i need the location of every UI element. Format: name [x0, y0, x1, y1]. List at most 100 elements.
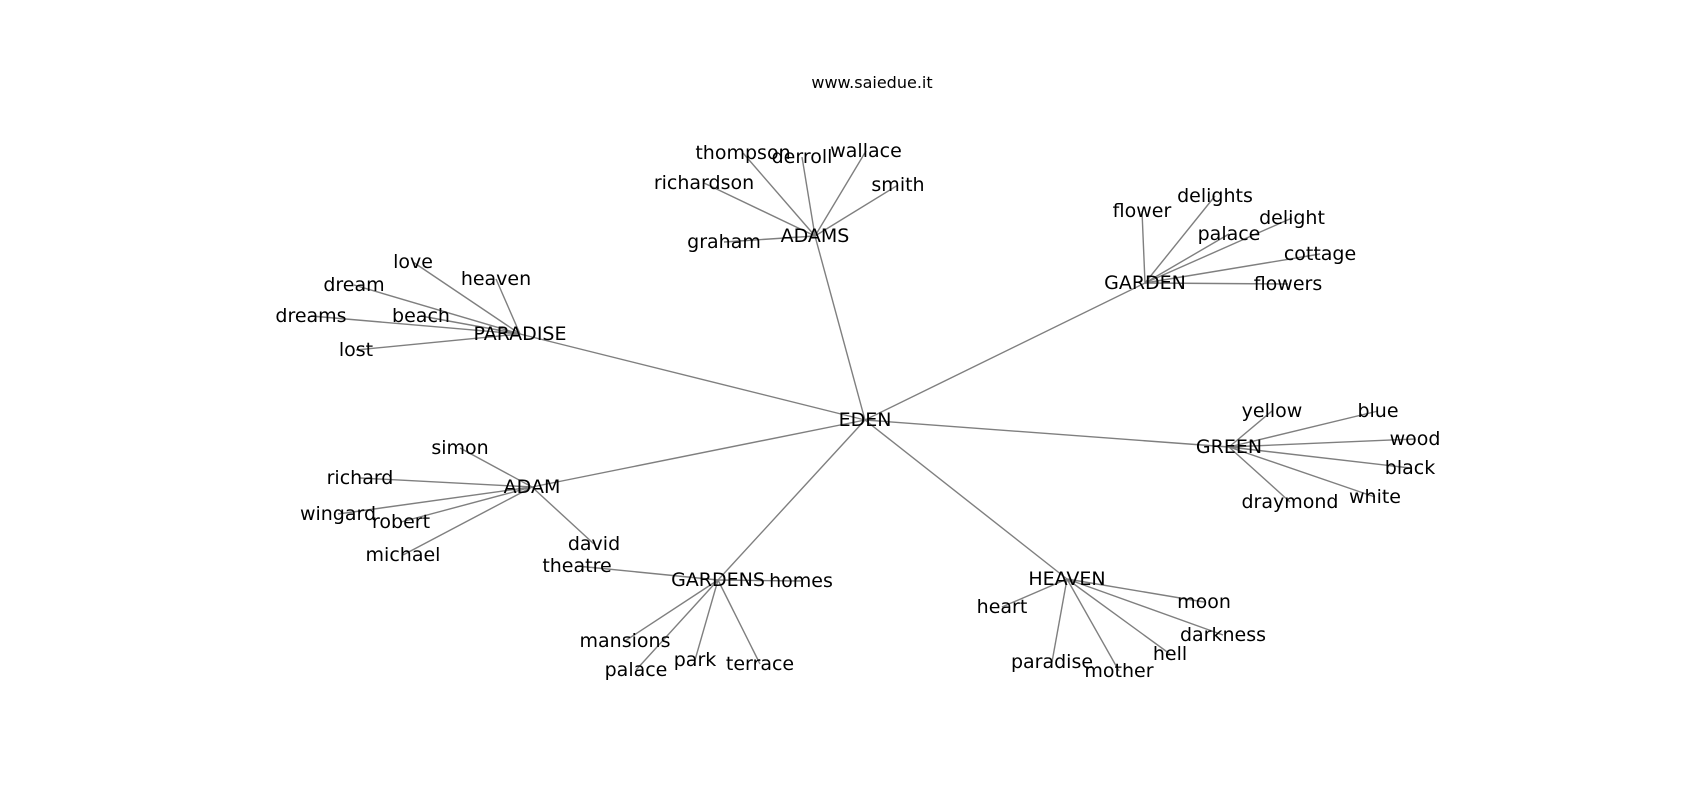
edge-adams-graham — [723, 235, 816, 243]
edge-adams-thompson — [742, 152, 816, 237]
leaf-node-label-garden-delight: delight — [1259, 207, 1325, 229]
edge-adam-simon — [459, 447, 533, 488]
edge-heaven-heart — [1001, 578, 1068, 608]
leaf-node-label-green-wood: wood — [1390, 428, 1441, 450]
leaf-node-label-garden-delights: delights — [1177, 185, 1253, 207]
hub-node-label-adams: ADAMS — [781, 225, 850, 247]
leaf-node-label-adams-thompson: thompson — [695, 142, 790, 164]
leaf-node-label-green-yellow: yellow — [1242, 400, 1303, 422]
leaf-node-label-gardens-palace: palace — [605, 659, 668, 681]
edge-center-heaven — [864, 419, 1068, 580]
edge-adams-wallace — [814, 150, 867, 237]
leaf-node-label-garden-flower: flower — [1113, 200, 1172, 222]
edge-heaven-moon — [1066, 578, 1205, 603]
edge-green-blue — [1228, 410, 1379, 448]
edge-adam-michael — [402, 486, 533, 556]
leaf-node-label-heaven-mother: mother — [1084, 660, 1153, 682]
edge-heaven-paradise — [1051, 578, 1068, 663]
leaf-node-label-adam-wingard: wingard — [300, 503, 376, 525]
center-node-label: EDEN — [839, 409, 892, 431]
leaf-node-label-heaven-heart: heart — [977, 596, 1028, 618]
edge-green-yellow — [1228, 410, 1273, 448]
edge-heaven-mother — [1066, 578, 1120, 672]
leaf-node-label-adam-david: david — [568, 533, 620, 555]
hub-node-label-green: GREEN — [1196, 436, 1262, 458]
edge-green-black — [1228, 446, 1411, 469]
edge-center-adams — [814, 235, 866, 421]
leaf-node-label-adams-graham: graham — [687, 231, 761, 253]
edge-paradise-lost — [355, 333, 521, 351]
leaf-node-label-gardens-terrace: terrace — [726, 653, 794, 675]
edge-gardens-mansions — [624, 579, 719, 642]
leaf-node-label-gardens-mansions: mansions — [580, 630, 671, 652]
leaf-node-label-paradise-lost: lost — [339, 339, 373, 361]
edge-green-wood — [1228, 438, 1416, 448]
leaf-node-label-adams-derroll: derroll — [772, 146, 833, 168]
leaf-node-label-gardens-homes: homes — [769, 570, 833, 592]
leaf-node-label-paradise-love: love — [393, 251, 433, 273]
edge-center-paradise — [519, 333, 866, 421]
leaf-node-label-adams-richardson: richardson — [654, 172, 754, 194]
edge-adams-derroll — [801, 156, 816, 237]
leaf-node-label-paradise-beach: beach — [392, 305, 450, 327]
edge-paradise-love — [412, 261, 521, 335]
edge-adam-richard — [359, 477, 533, 488]
leaf-node-label-paradise-heaven: heaven — [461, 268, 531, 290]
edge-paradise-beach — [420, 315, 521, 335]
edge-layer — [310, 150, 1416, 672]
leaf-node-label-heaven-hell: hell — [1153, 643, 1187, 665]
leaf-node-label-green-white: white — [1349, 486, 1401, 508]
edge-adam-david — [531, 486, 595, 545]
leaf-node-label-heaven-paradise: paradise — [1011, 651, 1093, 673]
edge-garden-palace — [1144, 233, 1230, 284]
leaf-node-label-adam-robert: robert — [372, 511, 430, 533]
edge-garden-flowers — [1144, 282, 1289, 285]
hub-node-label-paradise: PARADISE — [474, 323, 567, 345]
leaf-node-label-heaven-darkness: darkness — [1180, 624, 1266, 646]
edge-garden-cottage — [1144, 253, 1321, 284]
leaf-node-label-paradise-dreams: dreams — [275, 305, 346, 327]
edge-gardens-park — [694, 579, 719, 661]
leaf-node-label-heaven-moon: moon — [1177, 591, 1231, 613]
leaf-node-label-gardens-theatre: theatre — [542, 555, 611, 577]
edge-gardens-theatre — [576, 565, 719, 581]
edge-paradise-heaven — [495, 278, 521, 335]
leaf-node-label-green-blue: blue — [1357, 400, 1398, 422]
edge-center-green — [864, 419, 1230, 448]
leaf-node-label-garden-cottage: cottage — [1284, 243, 1356, 265]
edge-center-gardens — [717, 419, 866, 581]
leaf-node-label-garden-palace: palace — [1198, 223, 1261, 245]
leaf-node-label-adams-smith: smith — [871, 174, 924, 196]
edge-adam-robert — [400, 486, 533, 523]
leaf-node-label-adam-richard: richard — [327, 467, 394, 489]
leaf-node-label-adams-wallace: wallace — [830, 140, 902, 162]
edge-garden-delight — [1144, 217, 1293, 284]
hub-node-label-heaven: HEAVEN — [1028, 568, 1105, 590]
leaf-node-label-adam-simon: simon — [431, 437, 488, 459]
edge-green-draymond — [1228, 446, 1291, 503]
hub-node-label-adam: ADAM — [504, 476, 561, 498]
edge-heaven-darkness — [1066, 578, 1224, 636]
edge-heaven-hell — [1066, 578, 1171, 655]
edge-garden-delights — [1144, 195, 1216, 284]
graph-title: www.saiedue.it — [811, 73, 932, 92]
edge-adams-smith — [814, 184, 899, 237]
edge-gardens-terrace — [717, 579, 761, 665]
leaf-node-label-paradise-dream: dream — [323, 274, 384, 296]
edge-adams-richardson — [703, 182, 816, 237]
edge-paradise-dream — [353, 284, 521, 335]
leaf-node-label-green-draymond: draymond — [1242, 491, 1339, 513]
leaf-node-label-garden-flowers: flowers — [1254, 273, 1323, 295]
edge-garden-flower — [1141, 210, 1146, 284]
hub-node-label-gardens: GARDENS — [671, 569, 765, 591]
edge-gardens-homes — [717, 579, 802, 582]
edge-paradise-dreams — [310, 315, 521, 335]
edge-center-adam — [531, 419, 866, 488]
edge-green-white — [1228, 446, 1376, 498]
leaf-node-label-gardens-park: park — [674, 649, 717, 671]
edge-adam-wingard — [337, 486, 533, 515]
leaf-node-label-green-black: black — [1385, 457, 1435, 479]
edge-center-garden — [864, 282, 1146, 421]
